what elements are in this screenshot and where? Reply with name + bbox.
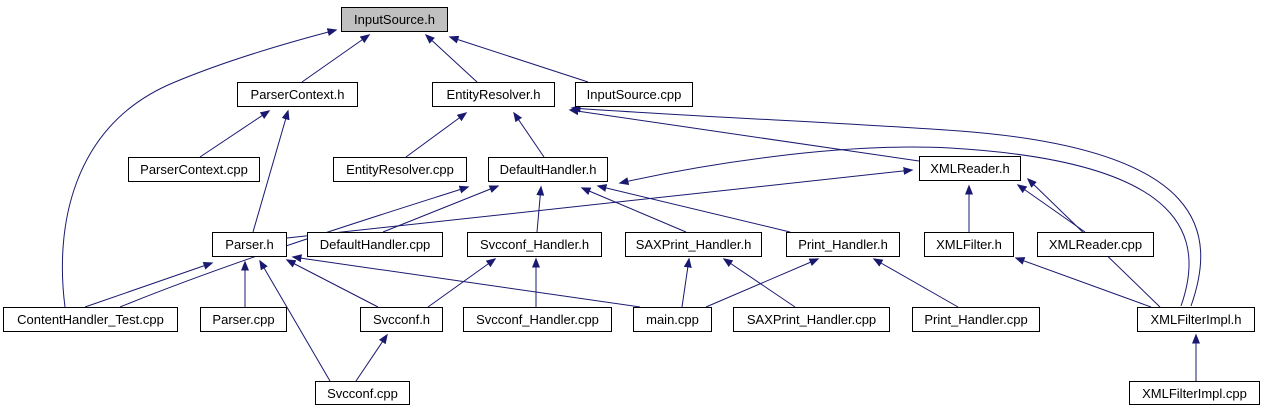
graph-node-InputSource.h[interactable]: InputSource.h bbox=[341, 7, 448, 32]
graph-node-label: Parser.cpp bbox=[212, 312, 275, 327]
graph-node-label: InputSource.cpp bbox=[586, 87, 682, 102]
graph-node-XMLFilterImpl.h[interactable]: XMLFilterImpl.h bbox=[1137, 307, 1255, 332]
graph-node-label: SAXPrint_Handler.h bbox=[635, 237, 752, 252]
graph-node-label: InputSource.h bbox=[354, 12, 435, 27]
include-edge-ContentHandler_Test.cpp-to-Parser.h bbox=[84, 262, 214, 308]
graph-node-DefaultHandler.cpp[interactable]: DefaultHandler.cpp bbox=[307, 232, 443, 257]
graph-node-label: Svcconf_Handler.cpp bbox=[476, 312, 599, 327]
include-edge-ParserContext.h-to-InputSource.h bbox=[301, 34, 371, 83]
include-edge-EntityResolver.cpp-to-EntityResolver.h bbox=[405, 112, 468, 158]
graph-node-InputSource.cpp[interactable]: InputSource.cpp bbox=[575, 82, 693, 107]
graph-node-XMLReader.h[interactable]: XMLReader.h bbox=[919, 156, 1021, 181]
graph-node-DefaultHandler.h[interactable]: DefaultHandler.h bbox=[488, 157, 608, 182]
graph-node-label: ContentHandler_Test.cpp bbox=[17, 312, 164, 327]
graph-node-label: Svcconf.h bbox=[372, 312, 431, 327]
graph-node-XMLFilter.h[interactable]: XMLFilter.h bbox=[924, 232, 1014, 257]
graph-node-label: EntityResolver.h bbox=[446, 87, 541, 102]
graph-node-Print_Handler.h[interactable]: Print_Handler.h bbox=[786, 232, 900, 257]
include-edge-main.cpp-to-Parser.h bbox=[291, 254, 641, 308]
graph-node-EntityResolver.h[interactable]: EntityResolver.h bbox=[432, 82, 555, 107]
include-edge-Parser.h-to-XMLReader.h bbox=[286, 166, 914, 239]
include-edge-ParserContext.cpp-to-ParserContext.h bbox=[199, 110, 271, 158]
graph-node-label: Print_Handler.h bbox=[798, 237, 888, 252]
graph-node-Svcconf.cpp[interactable]: Svcconf.cpp bbox=[315, 381, 410, 405]
graph-node-label: ParserContext.h bbox=[250, 87, 345, 102]
graph-node-Print_Handler.cpp[interactable]: Print_Handler.cpp bbox=[912, 307, 1040, 332]
graph-node-label: XMLReader.h bbox=[930, 161, 1010, 176]
graph-node-Parser.h[interactable]: Parser.h bbox=[212, 232, 287, 257]
graph-node-ParserContext.cpp[interactable]: ParserContext.cpp bbox=[128, 157, 260, 182]
graph-node-Parser.cpp[interactable]: Parser.cpp bbox=[200, 307, 287, 332]
include-edge-XMLFilterImpl.h-to-EntityResolver.h bbox=[570, 104, 1202, 307]
graph-node-label: ParserContext.cpp bbox=[140, 162, 248, 177]
include-edge-Print_Handler.cpp-to-Print_Handler.h bbox=[872, 258, 959, 308]
include-edge-ContentHandler_Test.cpp-to-InputSource.h bbox=[61, 28, 338, 308]
include-edge-main.cpp-to-SAXPrint_Handler.h bbox=[681, 257, 692, 308]
include-edge-Svcconf.cpp-to-Parser.h bbox=[259, 259, 331, 382]
include-edge-XMLReader.h-to-EntityResolver.h bbox=[568, 107, 920, 162]
graph-node-label: XMLFilterImpl.h bbox=[1150, 312, 1242, 327]
include-edge-Print_Handler.h-to-DefaultHandler.h bbox=[596, 184, 791, 233]
graph-node-label: Svcconf_Handler.h bbox=[479, 237, 590, 252]
graph-node-label: XMLFilterImpl.cpp bbox=[1142, 385, 1247, 401]
graph-node-label: DefaultHandler.h bbox=[499, 162, 597, 177]
include-edge-DefaultHandler.h-to-EntityResolver.h bbox=[513, 111, 545, 158]
graph-node-Svcconf_Handler.cpp[interactable]: Svcconf_Handler.cpp bbox=[463, 307, 612, 332]
include-edge-EntityResolver.h-to-InputSource.h bbox=[424, 33, 478, 83]
graph-node-XMLFilterImpl.cpp[interactable]: XMLFilterImpl.cpp bbox=[1129, 381, 1260, 405]
graph-node-ParserContext.h[interactable]: ParserContext.h bbox=[237, 82, 358, 107]
graph-node-main.cpp[interactable]: main.cpp bbox=[633, 307, 712, 332]
graph-node-Svcconf.h[interactable]: Svcconf.h bbox=[360, 307, 443, 332]
graph-node-Svcconf_Handler.h[interactable]: Svcconf_Handler.h bbox=[467, 232, 602, 257]
include-edge-XMLFilterImpl.h-to-DefaultHandler.h bbox=[618, 146, 1190, 307]
graph-node-label: XMLReader.cpp bbox=[1048, 237, 1143, 252]
include-edge-Svcconf.cpp-to-Svcconf.h bbox=[355, 333, 388, 382]
graph-node-ContentHandler_Test.cpp[interactable]: ContentHandler_Test.cpp bbox=[3, 307, 178, 332]
include-edge-Parser.h-to-ParserContext.h bbox=[252, 109, 290, 233]
graph-node-label: DefaultHandler.cpp bbox=[319, 237, 431, 252]
include-edge-XMLReader.cpp-to-XMLReader.h bbox=[1016, 184, 1086, 233]
include-edge-DefaultHandler.cpp-to-DefaultHandler.h bbox=[382, 185, 500, 233]
include-edge-Svcconf_Handler.h-to-DefaultHandler.h bbox=[536, 185, 545, 233]
include-edge-XMLFilterImpl.h-to-XMLFilter.h bbox=[1014, 257, 1152, 308]
graph-node-label: EntityResolver.cpp bbox=[346, 162, 454, 177]
graph-node-label: SAXPrint_Handler.cpp bbox=[746, 312, 877, 327]
include-edge-SAXPrint_Handler.cpp-to-SAXPrint_Handler.h bbox=[722, 258, 796, 308]
graph-node-SAXPrint_Handler.h[interactable]: SAXPrint_Handler.h bbox=[625, 232, 762, 257]
include-edge-Svcconf.h-to-Svcconf_Handler.h bbox=[427, 258, 497, 308]
graph-node-XMLReader.cpp[interactable]: XMLReader.cpp bbox=[1037, 232, 1154, 257]
graph-node-label: main.cpp bbox=[646, 312, 699, 327]
graph-node-EntityResolver.cpp[interactable]: EntityResolver.cpp bbox=[333, 157, 467, 182]
graph-node-label: Svcconf.cpp bbox=[327, 385, 398, 401]
graph-node-label: Parser.h bbox=[225, 237, 274, 252]
include-edge-Svcconf.h-to-Parser.h bbox=[285, 259, 379, 308]
include-edge-InputSource.cpp-to-InputSource.h bbox=[448, 35, 589, 83]
include-edge-main.cpp-to-Print_Handler.h bbox=[705, 258, 820, 308]
graph-node-SAXPrint_Handler.cpp[interactable]: SAXPrint_Handler.cpp bbox=[733, 307, 890, 332]
include-edge-SAXPrint_Handler.h-to-DefaultHandler.h bbox=[580, 187, 687, 233]
graph-node-label: XMLFilter.h bbox=[936, 237, 1002, 252]
graph-node-label: Print_Handler.cpp bbox=[924, 312, 1028, 327]
